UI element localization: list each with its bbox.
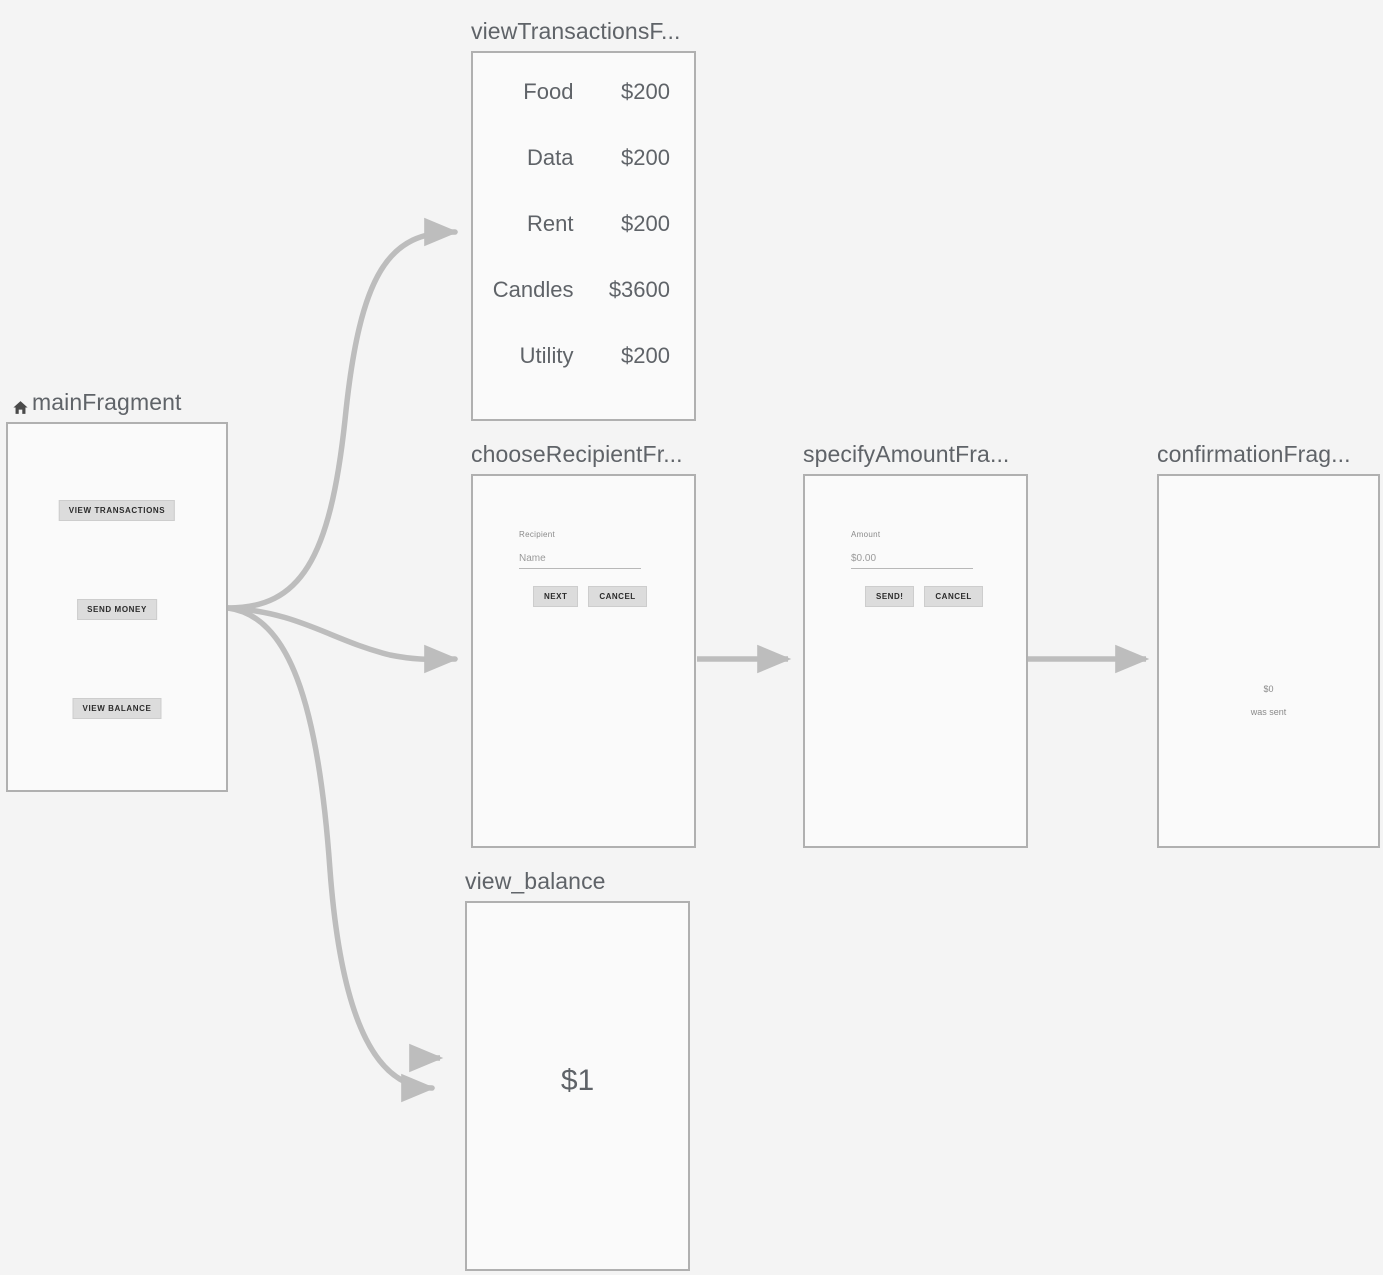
confirmation-amount: $0 bbox=[1263, 684, 1274, 694]
node-title-confirmation: confirmationFrag... bbox=[1157, 441, 1351, 467]
node-frame-specify-amount bbox=[803, 474, 1028, 848]
balance-value: $1 bbox=[560, 1064, 595, 1097]
amount-form-actions: SEND! CANCEL bbox=[851, 586, 1011, 607]
transactions-list: Food $200 Data $200 Rent $200 Candles $3… bbox=[471, 79, 696, 409]
node-frame-main-fragment bbox=[6, 422, 228, 792]
confirmation-message: was sent bbox=[1250, 707, 1287, 717]
node-frame-confirmation bbox=[1157, 474, 1380, 848]
home-icon bbox=[12, 395, 29, 414]
table-row: Rent $200 bbox=[471, 211, 670, 277]
main-button-send-money[interactable]: SEND MONEY bbox=[77, 599, 157, 620]
transaction-label: Candles bbox=[492, 277, 574, 302]
transaction-label: Food bbox=[523, 79, 574, 104]
amount-input[interactable]: $0.00 bbox=[851, 553, 973, 569]
send-button[interactable]: SEND! bbox=[865, 586, 915, 607]
node-title-choose-recipient: chooseRecipientFr... bbox=[471, 441, 683, 467]
node-confirmation-fragment[interactable]: confirmationFrag... $0 was sent bbox=[1157, 441, 1380, 848]
edge-main-to-choose-recipient bbox=[225, 605, 459, 674]
node-choose-recipient-fragment[interactable]: chooseRecipientFr... Recipient Name NEXT… bbox=[471, 441, 696, 848]
node-frame-view-balance bbox=[465, 901, 690, 1271]
node-title-specify-amount: specifyAmountFra... bbox=[803, 441, 1010, 467]
cancel-button[interactable]: CANCEL bbox=[588, 586, 647, 607]
table-row: Utility $200 bbox=[471, 343, 670, 409]
transaction-amount: $200 bbox=[621, 343, 670, 368]
node-view-transactions-fragment[interactable]: viewTransactionsF... Food $200 Data $200… bbox=[471, 18, 696, 421]
transaction-label: Utility bbox=[519, 343, 574, 368]
transaction-amount: $3600 bbox=[608, 277, 670, 302]
edge-main-to-view-balance bbox=[225, 605, 436, 1103]
node-main-fragment[interactable]: mainFragment VIEW TRANSACTIONS SEND MONE… bbox=[6, 389, 228, 792]
transaction-amount: $200 bbox=[621, 79, 670, 104]
edge-main-to-view-transactions bbox=[225, 217, 459, 611]
cancel-button[interactable]: CANCEL bbox=[924, 586, 983, 607]
node-title-view-balance: view_balance bbox=[465, 868, 606, 894]
amount-field-label: Amount bbox=[851, 530, 881, 539]
node-title-main-fragment-label: mainFragment bbox=[32, 389, 182, 415]
recipient-form-actions: NEXT CANCEL bbox=[519, 586, 679, 607]
node-title-main-fragment: mainFragment bbox=[12, 389, 181, 416]
transaction-label: Data bbox=[526, 145, 574, 170]
amount-form: Amount $0.00 SEND! CANCEL bbox=[851, 530, 1011, 607]
recipient-form: Recipient Name NEXT CANCEL bbox=[519, 530, 679, 607]
main-button-view-transactions[interactable]: VIEW TRANSACTIONS bbox=[58, 500, 176, 521]
node-view-balance-fragment[interactable]: view_balance $1 bbox=[465, 868, 690, 1271]
recipient-name-input[interactable]: Name bbox=[519, 553, 641, 569]
node-title-view-transactions: viewTransactionsF... bbox=[471, 18, 681, 44]
table-row: Data $200 bbox=[471, 145, 670, 211]
transaction-amount: $200 bbox=[621, 145, 670, 170]
table-row: Candles $3600 bbox=[471, 277, 670, 343]
next-button[interactable]: NEXT bbox=[533, 586, 579, 607]
node-specify-amount-fragment[interactable]: specifyAmountFra... Amount $0.00 SEND! C… bbox=[803, 441, 1028, 848]
table-row: Food $200 bbox=[471, 79, 670, 145]
node-frame-view-transactions bbox=[471, 51, 696, 421]
main-button-view-balance[interactable]: VIEW BALANCE bbox=[72, 698, 162, 719]
transaction-label: Rent bbox=[526, 211, 574, 236]
confirmation-body: $0 was sent bbox=[1157, 684, 1380, 717]
transaction-amount: $200 bbox=[621, 211, 670, 236]
recipient-field-label: Recipient bbox=[519, 530, 556, 539]
node-frame-choose-recipient bbox=[471, 474, 696, 848]
